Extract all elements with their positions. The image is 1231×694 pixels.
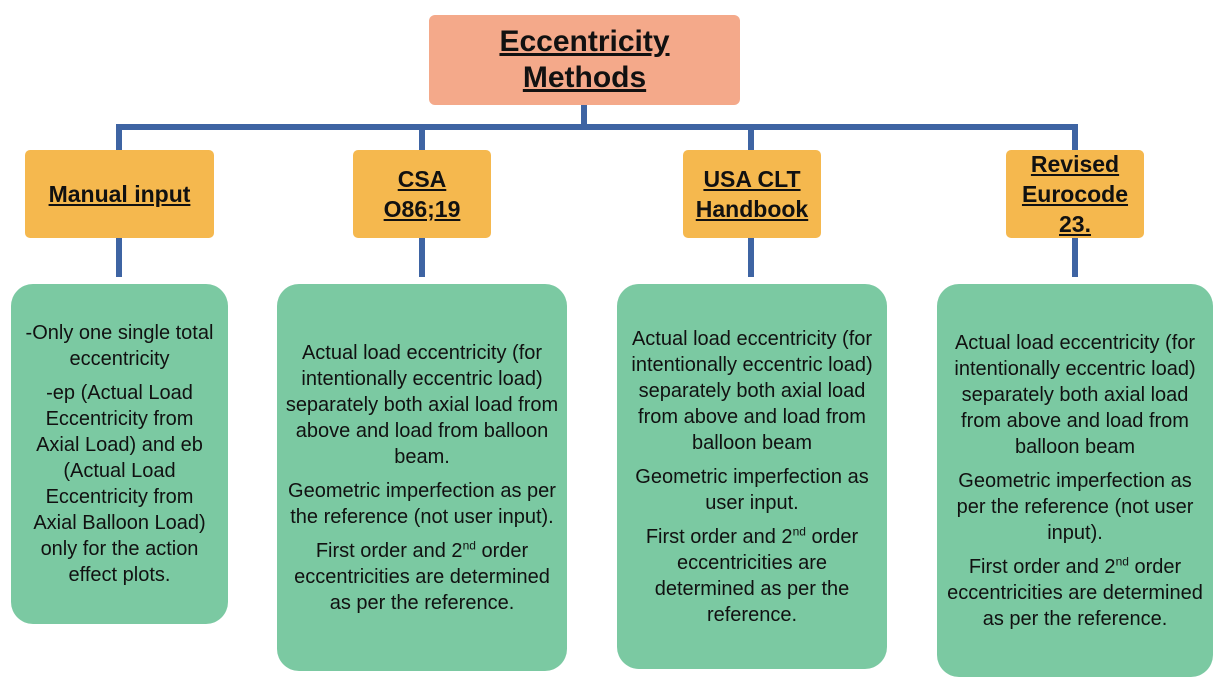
method-title: USA CLT Handbook [695,166,809,222]
method-title: Manual input [48,181,191,207]
detail-paragraph: Geometric imperfection as user input. [635,465,869,514]
detail-paragraph: Geometric imperfection as per the refere… [956,469,1194,544]
detail-box-revised-eurocode: Actual load eccentricity (for intentiona… [937,284,1213,677]
detail-paragraph: First order and 2nd order eccentricities… [947,553,1203,630]
detail-paragraph: -Only one single total eccentricity [25,322,214,370]
root-title-line1: Eccentricity [499,25,670,58]
method-box-revised-eurocode: Revised Eurocode 23. [1006,150,1144,238]
method-box-manual-input: Manual input [25,150,214,238]
detail-paragraph: Geometric imperfection as per the refere… [288,479,556,528]
detail-box-manual-input: -Only one single total eccentricity -ep … [11,284,228,624]
method-title: Revised Eurocode 23. [1021,151,1129,237]
detail-paragraph: First order and 2nd order eccentricities… [645,523,859,626]
detail-paragraph: Actual load eccentricity (for intentiona… [631,327,873,454]
detail-paragraph: First order and 2nd order eccentricities… [294,537,550,614]
detail-box-usa-clt-handbook: Actual load eccentricity (for intentiona… [617,284,887,669]
root-node-eccentricity-methods: Eccentricity Methods [429,15,740,105]
method-box-csa: CSA O86;19 [353,150,491,238]
detail-paragraph: Actual load eccentricity (for intentiona… [285,341,559,468]
detail-paragraph: -ep (Actual Load Eccentricity from Axial… [33,382,206,586]
root-title-line2: Methods [522,61,647,94]
method-title: CSA O86;19 [383,166,461,222]
detail-paragraph: Actual load eccentricity (for intentiona… [954,331,1196,458]
detail-box-csa: Actual load eccentricity (for intentiona… [277,284,567,671]
method-box-usa-clt-handbook: USA CLT Handbook [683,150,821,238]
